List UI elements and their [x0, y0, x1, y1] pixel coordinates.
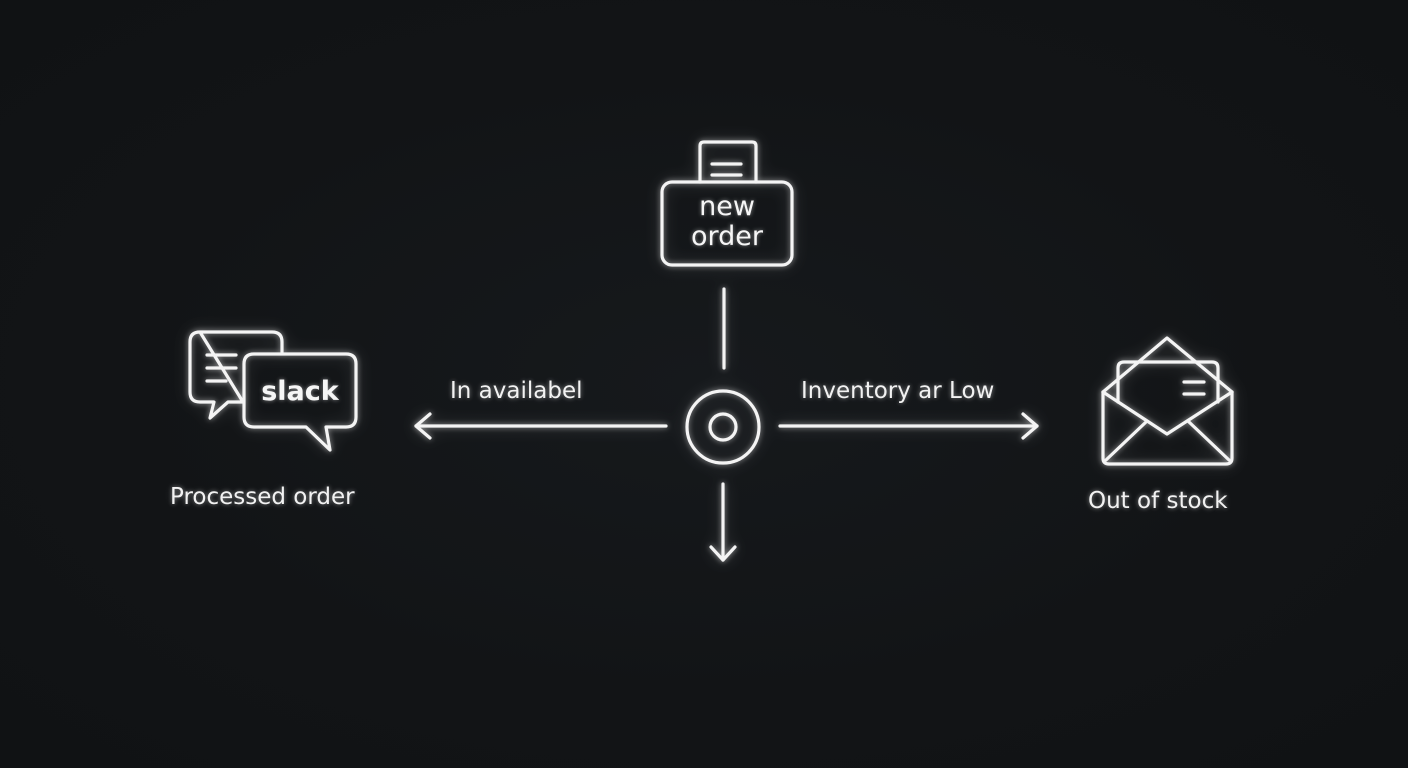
email-caption: Out of stock — [1088, 488, 1228, 514]
edge-left-label: In availabel — [450, 378, 583, 404]
edge-down-arrow — [709, 482, 737, 562]
new-order-label: new order — [662, 191, 792, 253]
edge-right-label: Inventory ar Low — [801, 378, 995, 404]
new-order-line2: order — [691, 221, 763, 253]
decision-hub-icon — [685, 389, 761, 465]
slack-chat-icon — [188, 330, 358, 452]
slack-caption: Processed order — [170, 484, 355, 510]
new-order-line1: new — [699, 191, 755, 222]
slack-icon-text: slack — [261, 376, 339, 407]
order-box-icon — [660, 140, 794, 267]
envelope-icon — [1101, 336, 1234, 466]
edge-right-arrow — [778, 412, 1039, 440]
edge-left-arrow — [414, 412, 668, 440]
